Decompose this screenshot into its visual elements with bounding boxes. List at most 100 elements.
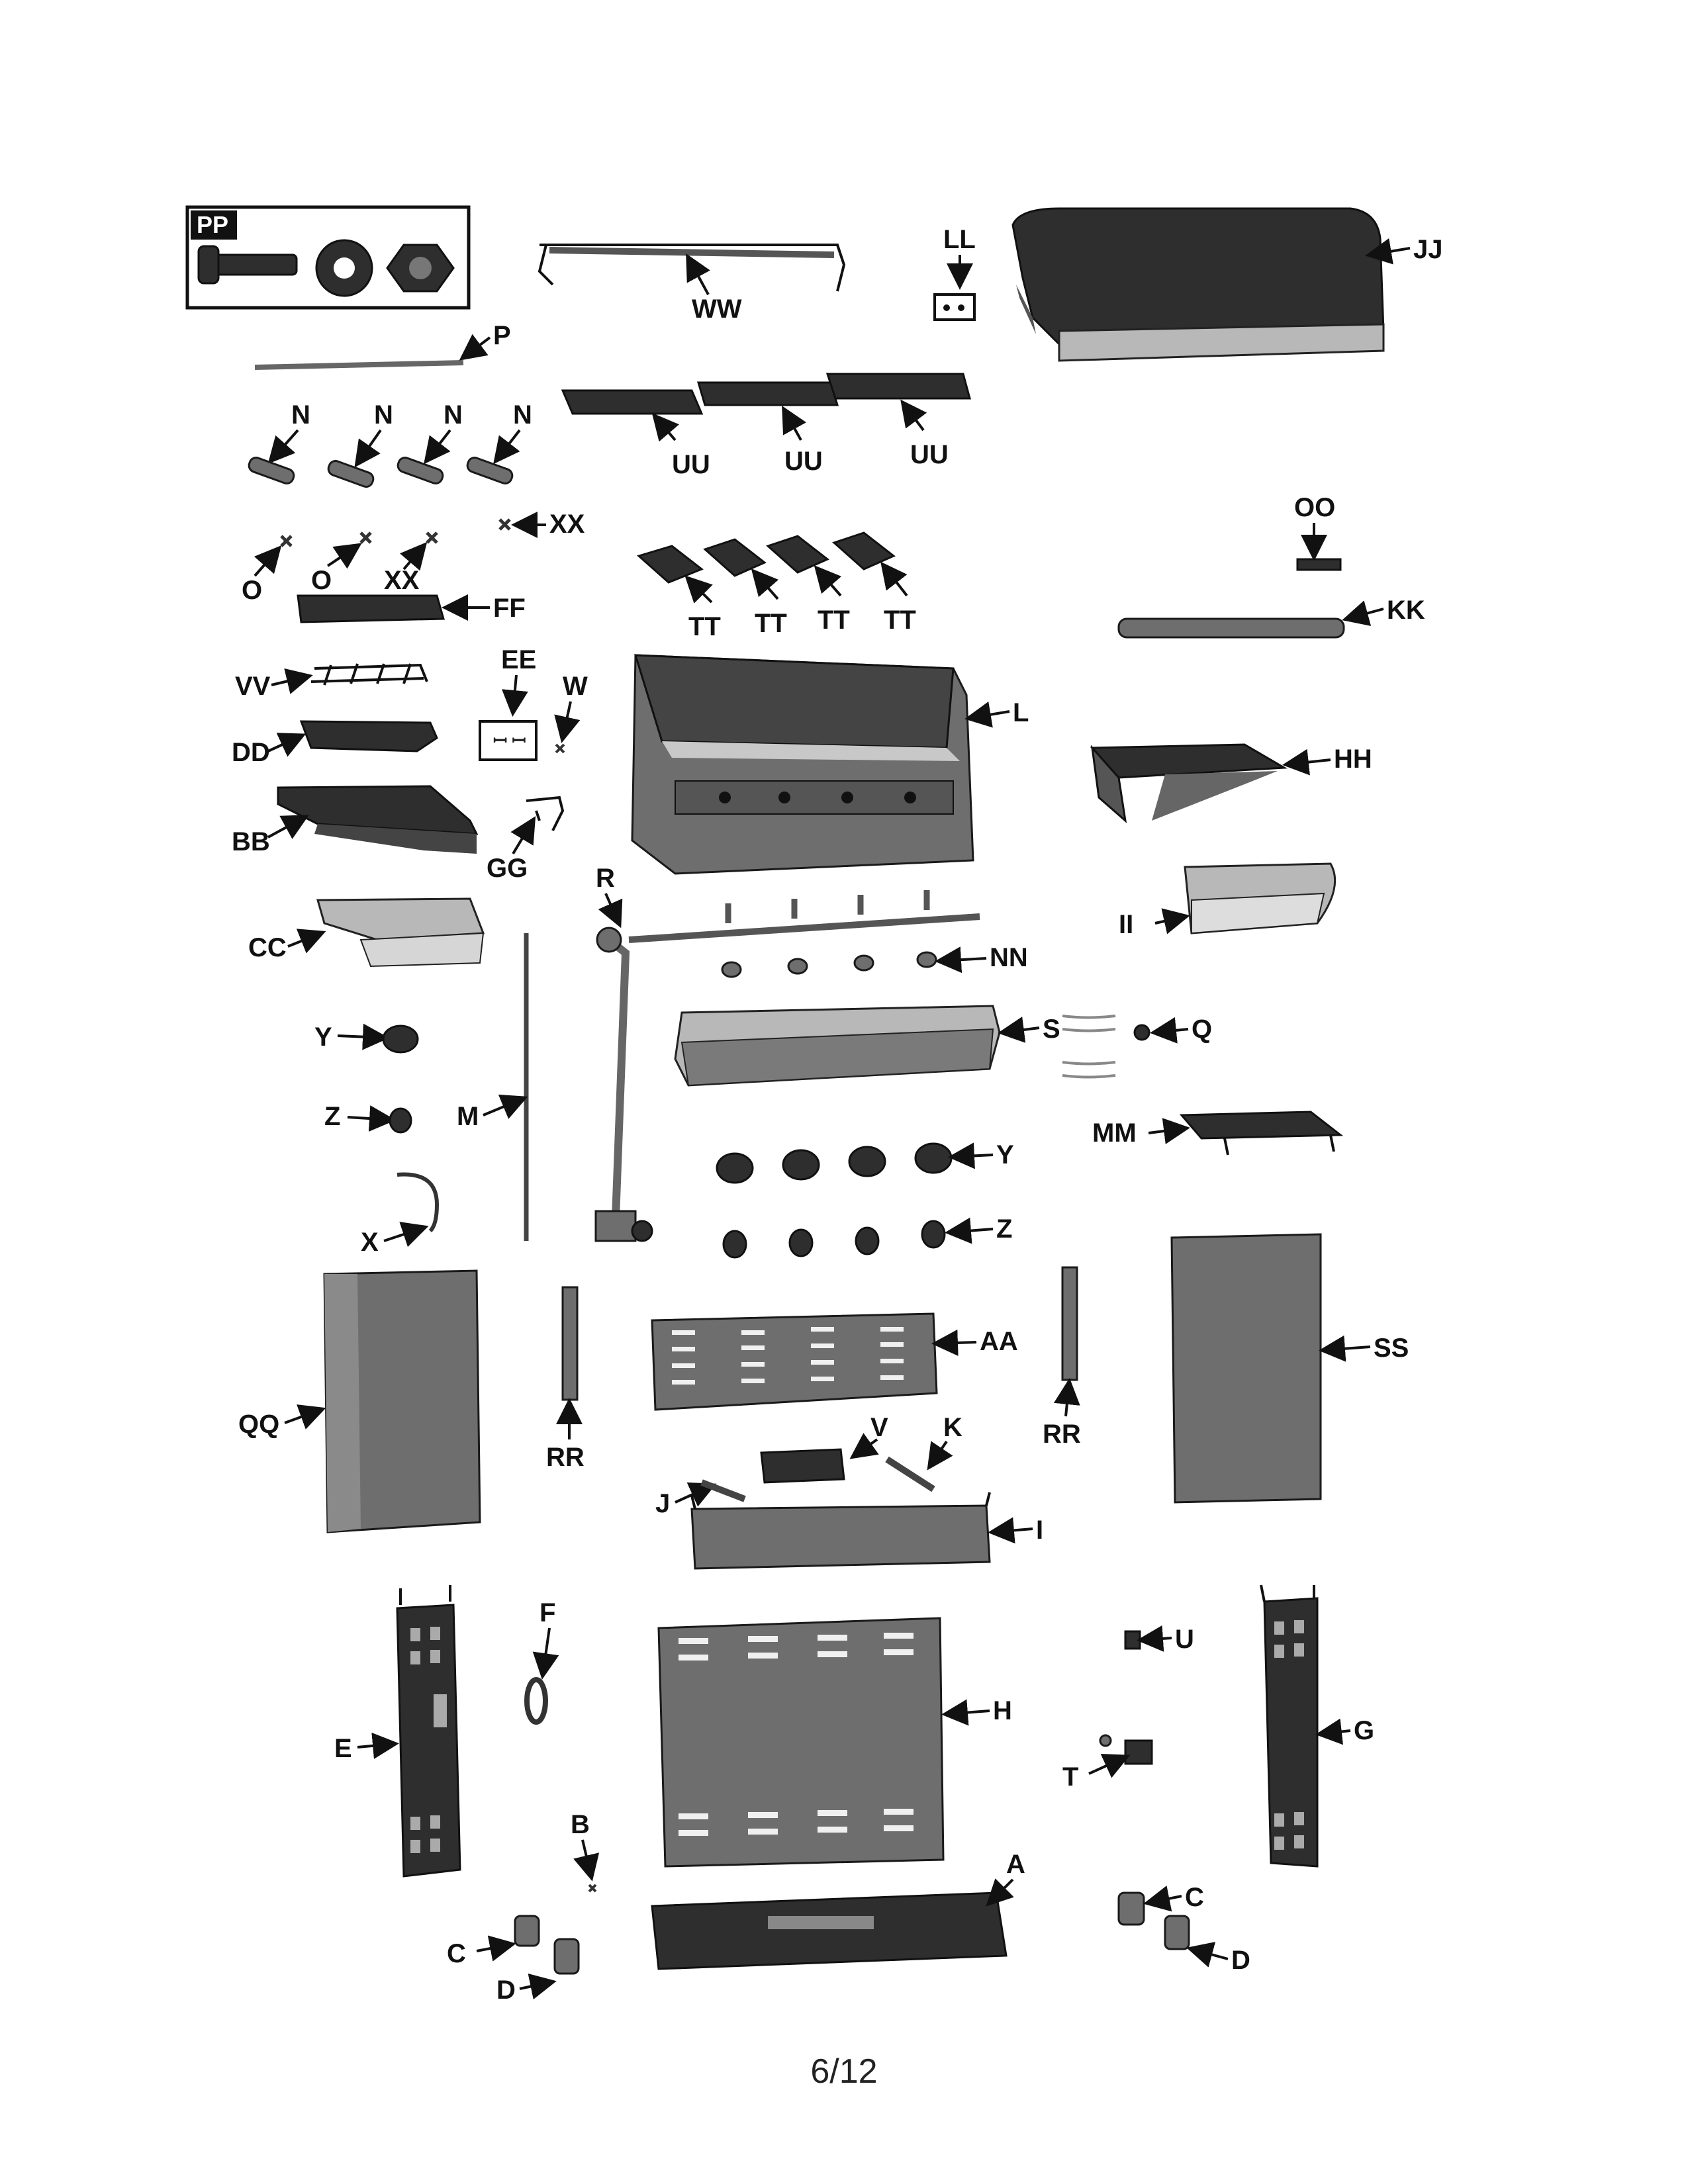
part-ee-w-hardware: EE ꟷ ꟷ W (479, 645, 588, 761)
part-x-wire: X (361, 1172, 440, 1257)
callout-xx-2: XX (549, 510, 585, 539)
callout-ss: SS (1374, 1334, 1409, 1363)
callout-y-2: Y (996, 1140, 1014, 1169)
part-z-knob-bezels: Z (722, 1214, 1012, 1259)
callout-uu-3: UU (910, 440, 949, 469)
callout-f: F (539, 1598, 555, 1627)
part-nn-valves: NN (721, 943, 1028, 978)
callout-ee: EE (501, 645, 536, 674)
callout-s: S (1043, 1015, 1060, 1044)
part-hh-side-shelf: HH (1090, 743, 1372, 823)
callout-dd: DD (232, 738, 270, 767)
callout-r: R (596, 864, 615, 893)
part-kk-tube: KK (1117, 596, 1425, 639)
callout-z-1: Z (324, 1102, 340, 1131)
part-o-xx-fasteners: O O XX XX (242, 510, 585, 605)
callout-tt-4: TT (884, 606, 916, 635)
callout-k: K (943, 1413, 962, 1442)
callout-tt-3: TT (818, 606, 850, 635)
callout-hh: HH (1334, 745, 1372, 774)
part-y-z-side: Y Z (314, 1023, 419, 1134)
callout-j: J (655, 1489, 670, 1518)
callout-kk: KK (1387, 596, 1425, 625)
callout-w: W (563, 672, 588, 701)
callout-d-1: D (496, 1976, 516, 2005)
callout-p: P (493, 321, 511, 350)
callout-ll: LL (943, 225, 976, 254)
part-pp-hardware-kit: PP (185, 205, 471, 310)
part-vv-rack: VV (235, 663, 428, 701)
callout-e: E (334, 1734, 352, 1763)
callout-cc: CC (248, 933, 287, 962)
part-gg-knob-bracket: GG (487, 796, 565, 883)
part-ss-right-door: SS (1170, 1233, 1409, 1504)
callout-o-2: O (311, 566, 332, 595)
callout-gg: GG (487, 854, 528, 883)
callout-tt-1: TT (688, 612, 721, 641)
part-h-back-panel: H (657, 1617, 1012, 1868)
callout-t: T (1062, 1762, 1078, 1792)
part-rr-left-support: RR (546, 1286, 585, 1472)
callout-h: H (993, 1696, 1012, 1725)
part-g-right-side-panel: G (1260, 1584, 1374, 1868)
callout-l: L (1013, 698, 1029, 727)
part-a-bottom-tray: A (651, 1850, 1025, 1970)
part-c-d-casters-left: C D (447, 1915, 580, 2005)
part-dd-grease-tray: DD (232, 720, 438, 767)
callout-pp: PP (197, 211, 228, 238)
callout-mm: MM (1092, 1118, 1137, 1148)
callout-q: Q (1192, 1015, 1212, 1044)
part-oo-bracket: OO (1294, 493, 1342, 571)
part-rr-right-support: RR (1043, 1266, 1081, 1449)
part-ii-heat-shield: II (1119, 862, 1336, 939)
callout-v: V (870, 1413, 888, 1442)
part-l-firebox: L (631, 654, 1029, 875)
callout-n-2: N (374, 400, 393, 430)
part-aa-back-panel: AA (651, 1312, 1018, 1411)
callout-aa: AA (980, 1327, 1018, 1356)
part-e-left-side-panel: E (334, 1585, 461, 1878)
callout-n-1: N (291, 400, 310, 430)
callout-i: I (1036, 1516, 1043, 1545)
callout-o-1: O (242, 576, 262, 605)
callout-rr-2: RR (1043, 1420, 1081, 1449)
part-r-gas-manifold: R (594, 864, 980, 1242)
callout-y-1: Y (314, 1023, 332, 1052)
page-number: 6/12 (810, 2052, 878, 2091)
part-ww-warming-rack: WW (538, 244, 846, 324)
callout-c-1: C (447, 1939, 466, 1968)
callout-ff: FF (493, 594, 526, 623)
callout-n-3: N (444, 400, 463, 430)
callout-x: X (361, 1228, 379, 1257)
part-c-d-casters-right: C D (1117, 1883, 1250, 1975)
callout-vv: VV (235, 672, 271, 701)
callout-d-2: D (1231, 1946, 1250, 1975)
callout-uu-1: UU (672, 450, 710, 479)
part-y-control-knobs: Y (716, 1140, 1014, 1184)
part-qq-left-door: QQ (238, 1269, 481, 1533)
part-n-burners: N N N N (248, 400, 532, 488)
callout-a: A (1006, 1850, 1025, 1879)
part-b-screw: B (571, 1810, 600, 1893)
part-f-ring: F (524, 1598, 559, 1725)
callout-qq: QQ (238, 1410, 279, 1439)
part-uu-cooking-grates: UU UU UU (561, 373, 971, 479)
part-cc-side-burner: CC (248, 897, 485, 968)
callout-bb: BB (232, 827, 270, 856)
svg-text:ꟷ ꟷ: ꟷ ꟷ (493, 731, 526, 751)
callout-uu-2: UU (784, 447, 823, 476)
callout-u: U (1175, 1625, 1194, 1654)
callout-z-2: Z (996, 1214, 1012, 1244)
callout-n-4: N (513, 400, 532, 430)
callout-ww: WW (692, 295, 742, 324)
callout-tt-2: TT (755, 609, 787, 638)
part-tt-flame-tamers: TT TT TT TT (636, 531, 916, 641)
callout-b: B (571, 1810, 590, 1839)
part-jj-lid: JJ (1011, 207, 1443, 362)
callout-c-2: C (1185, 1883, 1204, 1912)
callout-rr-1: RR (546, 1443, 585, 1472)
part-v-k-j-i: V K J I (655, 1413, 1043, 1570)
callout-xx-1: XX (384, 566, 420, 595)
callout-ii: II (1119, 910, 1133, 939)
